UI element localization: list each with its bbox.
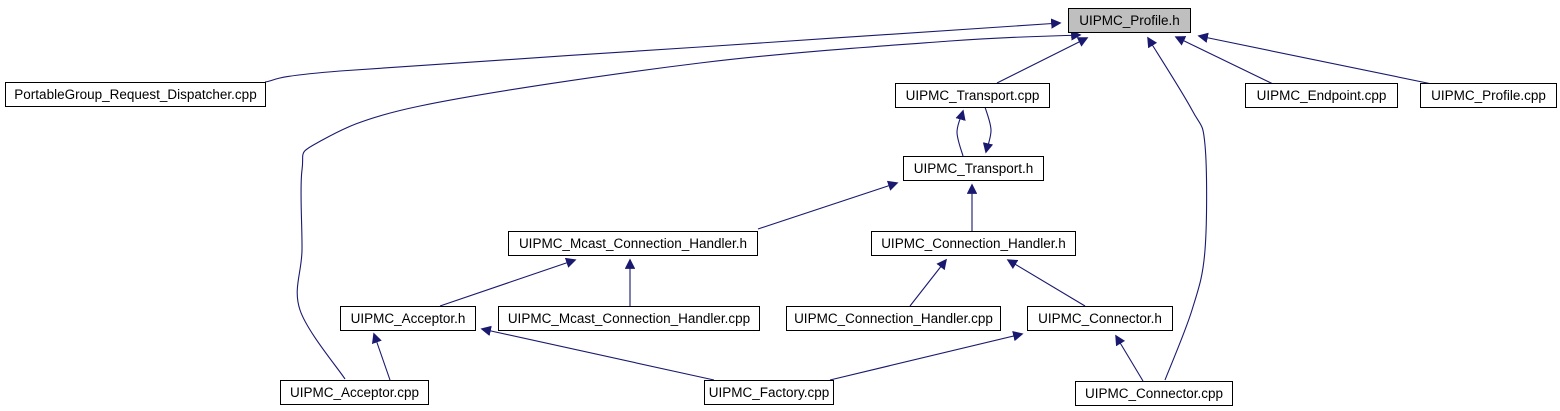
graph-edge-transport_h-to-transport_cpp (955, 109, 966, 157)
graph-node-acceptor_cpp[interactable]: UIPMC_Acceptor.cpp (280, 380, 429, 405)
graph-edge-acceptor_h-to-mcast_ch_h (439, 257, 577, 307)
graph-node-transport_cpp[interactable]: UIPMC_Transport.cpp (895, 83, 1050, 108)
graph-node-acceptor_h[interactable]: UIPMC_Acceptor.h (340, 306, 476, 331)
graph-node-transport_h[interactable]: UIPMC_Transport.h (903, 156, 1044, 181)
graph-node-mcast_ch_h[interactable]: UIPMC_Mcast_Connection_Handler.h (508, 231, 758, 256)
graph-node-connector_cpp[interactable]: UIPMC_Connector.cpp (1075, 381, 1233, 406)
graph-edge-acceptor_cpp-to-profile_h (296, 30, 1082, 380)
graph-edge-connector_h-to-ch_h (1006, 259, 1086, 307)
graph-node-profile_cpp[interactable]: UIPMC_Profile.cpp (1420, 83, 1557, 108)
graph-edge-profile_cpp-to-profile_h (1197, 32, 1433, 85)
graph-node-endpoint_cpp[interactable]: UIPMC_Endpoint.cpp (1245, 83, 1398, 108)
graph-edge-connector_cpp-to-connector_h (1115, 334, 1144, 382)
graph-node-connector_h[interactable]: UIPMC_Connector.h (1027, 306, 1173, 331)
graph-node-profile_h[interactable]: UIPMC_Profile.h (1068, 8, 1191, 33)
graph-node-pgrd_cpp[interactable]: PortableGroup_Request_Dispatcher.cpp (5, 82, 266, 107)
graph-node-factory_cpp[interactable]: UIPMC_Factory.cpp (704, 380, 834, 405)
graph-edge-transport_cpp-to-profile_h (996, 37, 1089, 84)
graph-edge-mcast_ch_h-to-transport_h (757, 180, 899, 230)
graph-edge-connector_cpp-to-profile_h (1147, 36, 1208, 381)
graph-edge-endpoint_cpp-to-profile_h (1174, 36, 1274, 85)
graph-edge-factory_cpp-to-connector_h (829, 330, 1024, 381)
graph-edge-ch_cpp-to-ch_h (909, 258, 947, 307)
graph-node-ch_h[interactable]: UIPMC_Connection_Handler.h (871, 231, 1076, 256)
graph-edge-acceptor_cpp-to-acceptor_h (371, 332, 391, 381)
graph-node-mcast_ch_cpp[interactable]: UIPMC_Mcast_Connection_Handler.cpp (498, 306, 760, 331)
graph-edge-factory_cpp-to-acceptor_h (480, 325, 715, 381)
graph-edge-pgrd_cpp-to-profile_h (264, 18, 1062, 83)
graph-edge-transport_cpp-to-transport_h (982, 106, 994, 154)
graph-node-ch_cpp[interactable]: UIPMC_Connection_Handler.cpp (786, 306, 1001, 331)
